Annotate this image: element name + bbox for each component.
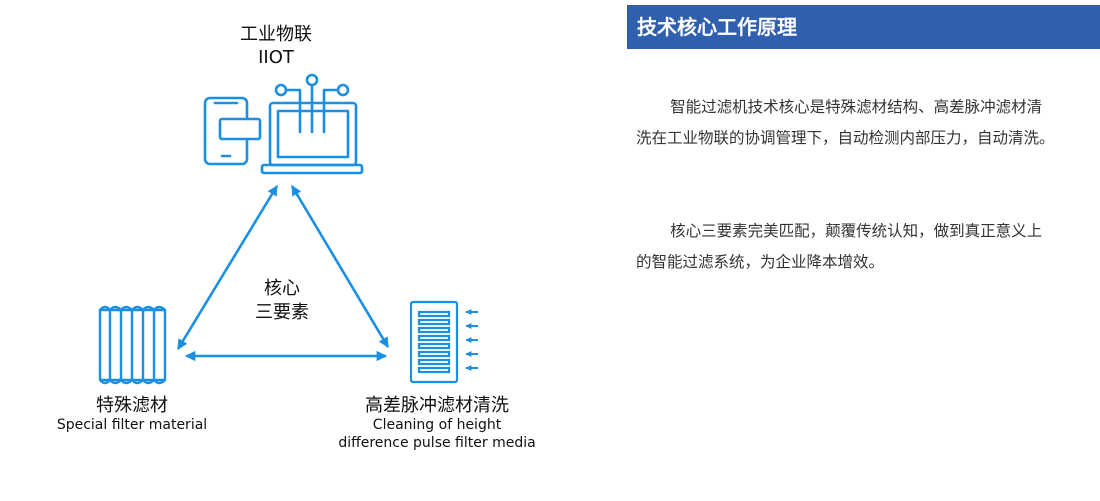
panel-title: 技术核心工作原理 [637,15,797,39]
core-elements-diagram [98,73,478,385]
panel-header: 技术核心工作原理 [627,5,1100,49]
pulse-label-cn: 高差脉冲滤材清洗 [365,395,509,416]
iiot-label-en: IIOT [258,47,294,68]
filter-label-en: Special filter material [56,417,208,433]
pulse-air-arrows [465,309,478,371]
arrow-iiot-pulse [290,185,390,348]
filter-label-cn: 特殊滤材 [96,395,168,416]
panel-paragraph-1: 智能过滤机技术核心是特殊滤材结构、高差脉冲滤材清洗在工业物联的协调管理下，自动检… [636,98,1055,147]
pulse-label-en-line1: Cleaning of height [372,417,502,433]
core-label-line2: 三要素 [255,302,309,323]
pulse-cleaning-icon [409,300,459,384]
filter-material-icon [98,305,167,385]
core-label-line1: 核心 [264,278,300,299]
iiot-label-cn: 工业物联 [240,24,312,45]
iiot-icon [203,73,364,175]
panel-paragraph-2: 核心三要素完美匹配，颠覆传统认知，做到真正意义上的智能过滤系统，为企业降本增效。 [636,222,1043,271]
arrow-iiot-filter [176,185,279,350]
pulse-label-en-line2: difference pulse filter media [338,435,536,451]
